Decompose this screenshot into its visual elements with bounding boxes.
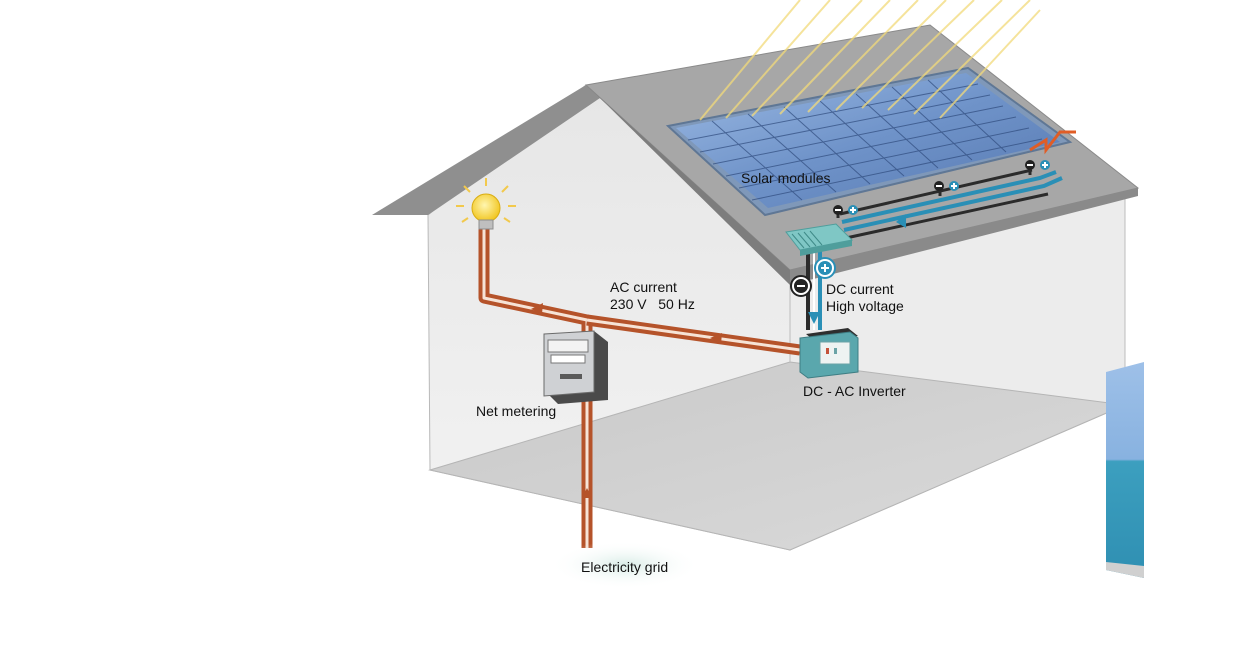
label-dc-current: DC current High voltage	[826, 281, 904, 315]
house	[372, 24, 1140, 551]
label-solar-modules: Solar modules	[741, 170, 831, 186]
label-dc-current-spec: High voltage	[826, 298, 904, 314]
minus-terminal-icon	[1025, 160, 1035, 170]
solar-panel	[665, 0, 1073, 217]
light-bulb-icon	[456, 178, 516, 230]
inverter	[799, 328, 859, 379]
plus-terminal-icon	[814, 257, 836, 279]
grid-connection-glow	[550, 541, 700, 589]
storage-tank	[1106, 362, 1144, 578]
minus-terminal-icon	[934, 181, 944, 191]
sun-rays	[699, 0, 1041, 121]
plus-terminal-icon	[848, 205, 858, 215]
ac-cables	[478, 228, 801, 548]
label-ac-current-title: AC current	[610, 279, 677, 295]
label-ac-current-spec: 230 V 50 Hz	[610, 296, 695, 312]
minus-terminal-icon	[790, 275, 812, 297]
label-ac-current: AC current 230 V 50 Hz	[610, 279, 695, 313]
label-dc-current-title: DC current	[826, 281, 894, 297]
dc-cables	[806, 130, 1076, 330]
label-inverter: DC - AC Inverter	[803, 383, 906, 399]
minus-terminal-icon	[833, 205, 843, 215]
label-electricity-grid: Electricity grid	[581, 559, 669, 575]
terminals	[790, 160, 1050, 297]
roof-left-edge	[372, 85, 600, 215]
net-meter	[543, 330, 608, 404]
plus-terminal-icon	[949, 181, 959, 191]
plus-terminal-icon	[1040, 160, 1050, 170]
label-net-metering: Net metering	[476, 403, 557, 419]
combiner-box	[785, 223, 854, 256]
